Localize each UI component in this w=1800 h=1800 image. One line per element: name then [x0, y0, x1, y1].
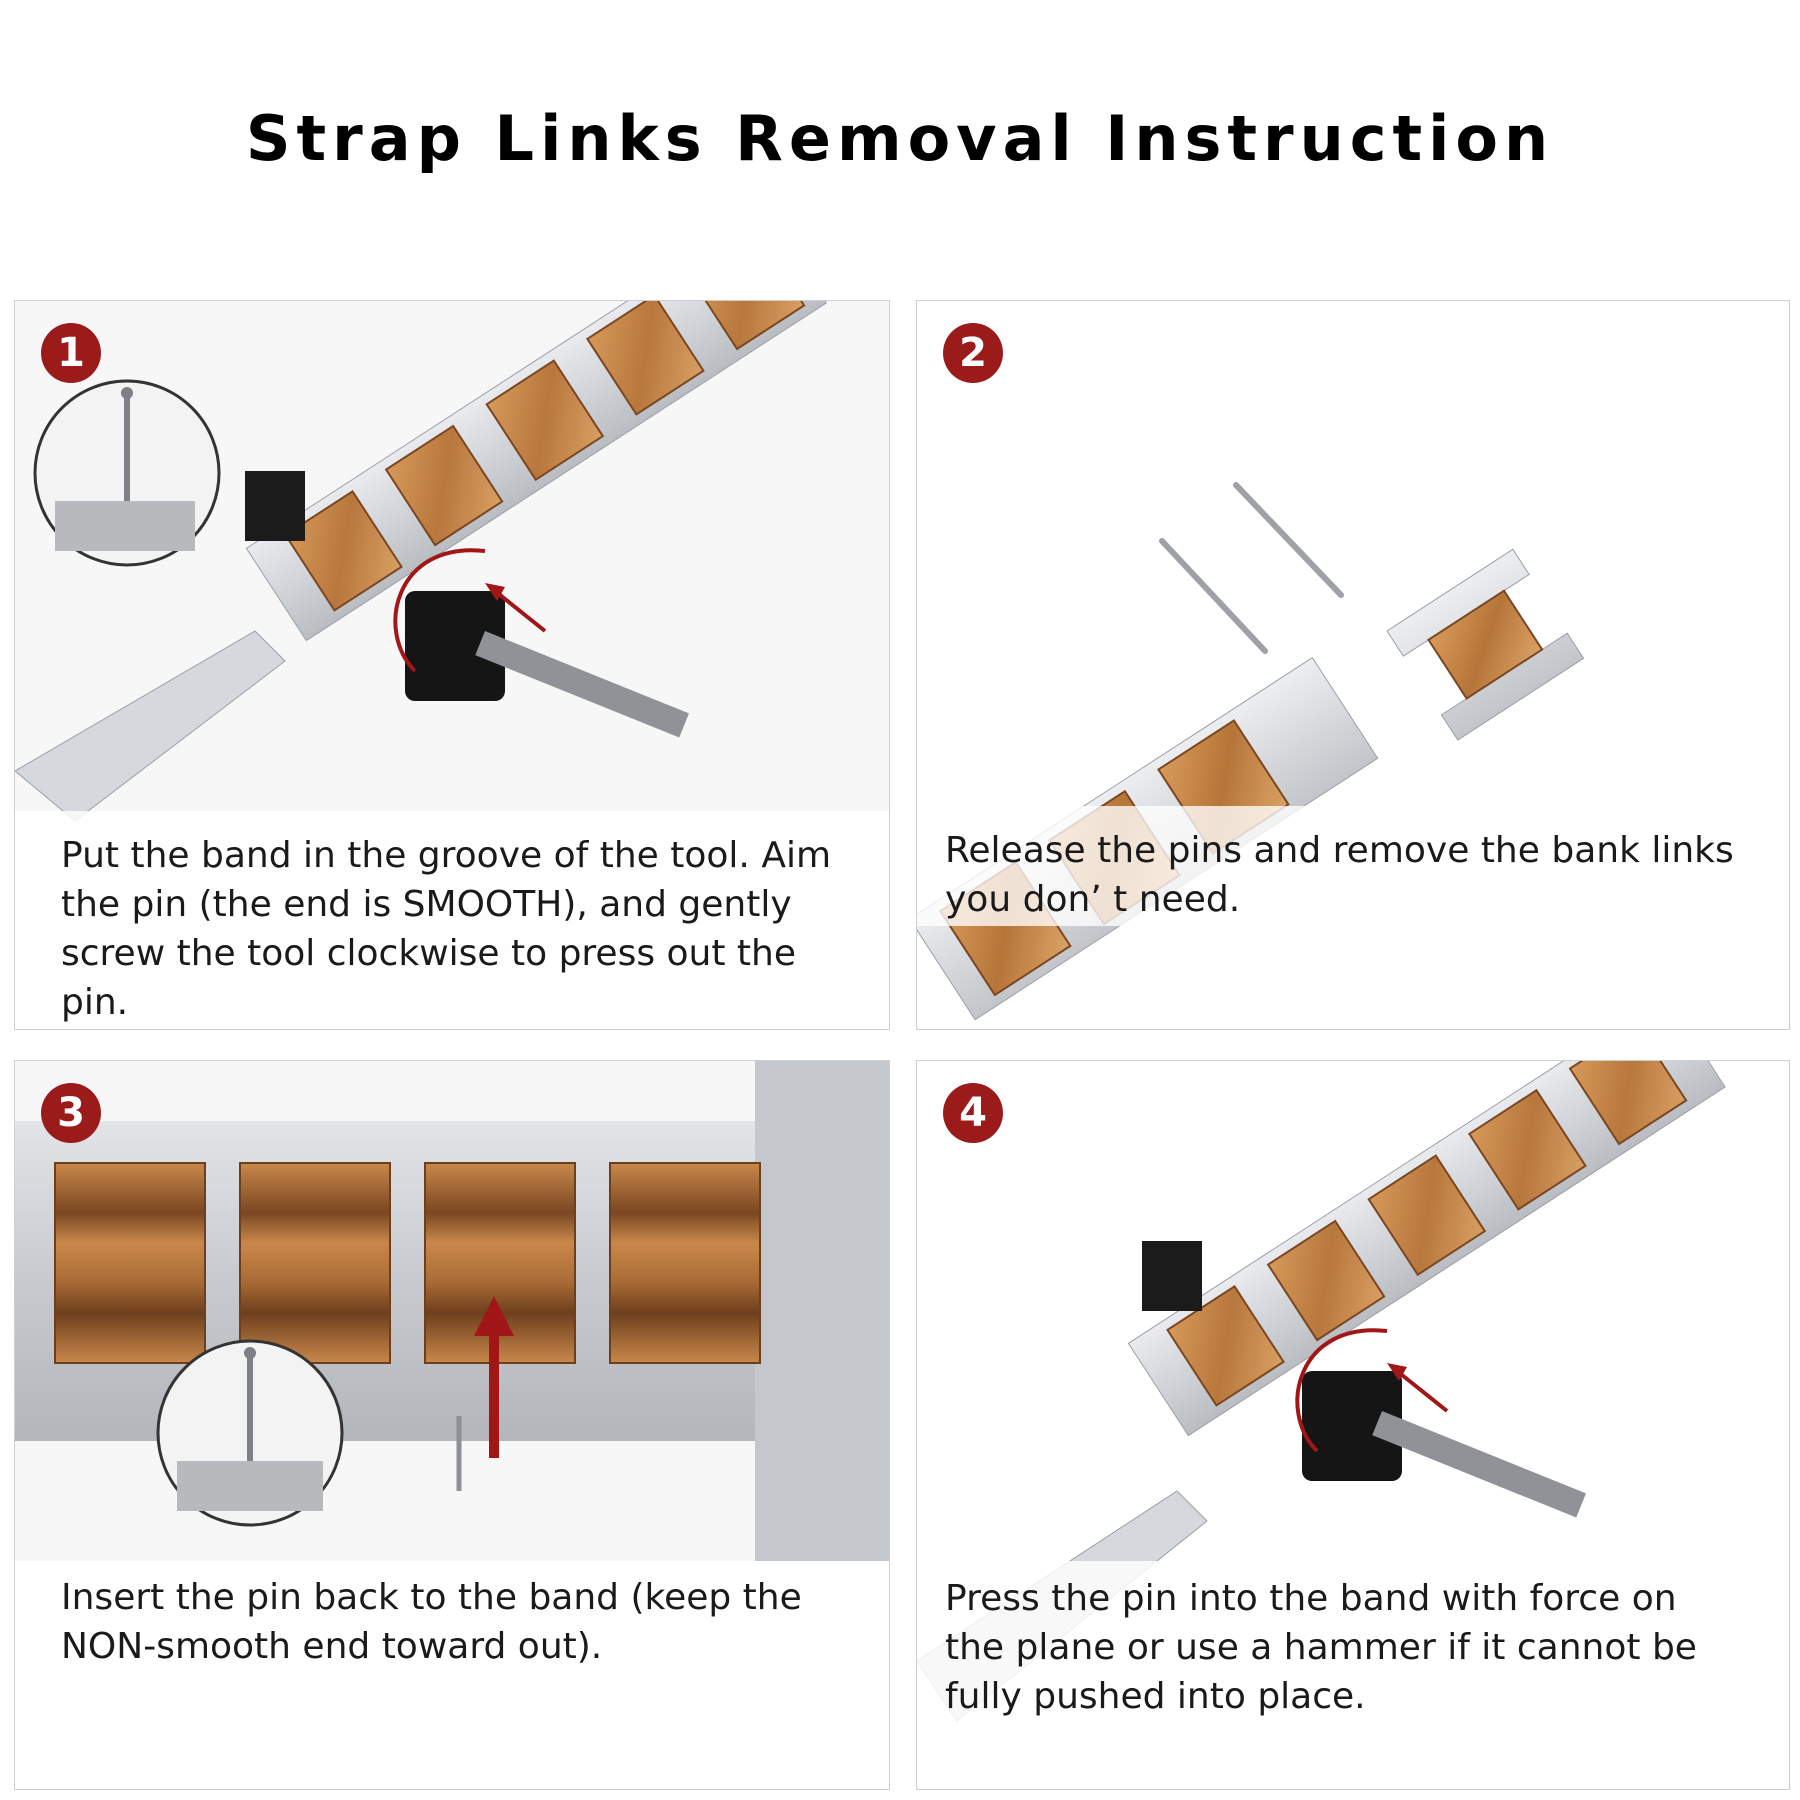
step-2-illustration	[917, 482, 1789, 1021]
step-number-badge: 2	[943, 323, 1003, 383]
step-3-caption: Insert the pin back to the band (keep th…	[61, 1577, 802, 1667]
pin-closeup-icon	[33, 379, 221, 567]
step-number-badge: 1	[41, 323, 101, 383]
detached-link	[1386, 548, 1585, 741]
watch-band	[15, 1061, 889, 1561]
step-number-badge: 3	[41, 1083, 101, 1143]
watch-band	[245, 301, 828, 642]
step-4-illustration	[917, 1061, 1789, 1789]
link-removal-tool	[245, 471, 689, 738]
step-1-illustration	[15, 301, 889, 1029]
step-number-badge: 4	[943, 1083, 1003, 1143]
step-3-illustration	[15, 1061, 889, 1789]
pin-closeup-icon	[156, 1339, 344, 1527]
watch-band	[1127, 1061, 1726, 1437]
step-1-panel: 1 Put the band in the groove of the tool…	[14, 300, 890, 1030]
step-4-caption: Press the pin into the band with force o…	[945, 1578, 1697, 1717]
step-3-panel: 3 Insert the pin back to the band (keep …	[14, 1060, 890, 1790]
pin-icon	[1159, 482, 1344, 654]
step-2-caption: Release the pins and remove the bank lin…	[945, 830, 1734, 920]
page-title: Strap Links Removal Instruction	[245, 102, 1555, 175]
link-removal-tool	[1142, 1241, 1586, 1518]
step-2-panel: 2 Release the pins and remove the bank l…	[916, 300, 1790, 1030]
step-1-caption: Put the band in the groove of the tool. …	[61, 835, 832, 1023]
step-4-panel: 4 Press the pin into the band with force…	[916, 1060, 1790, 1790]
